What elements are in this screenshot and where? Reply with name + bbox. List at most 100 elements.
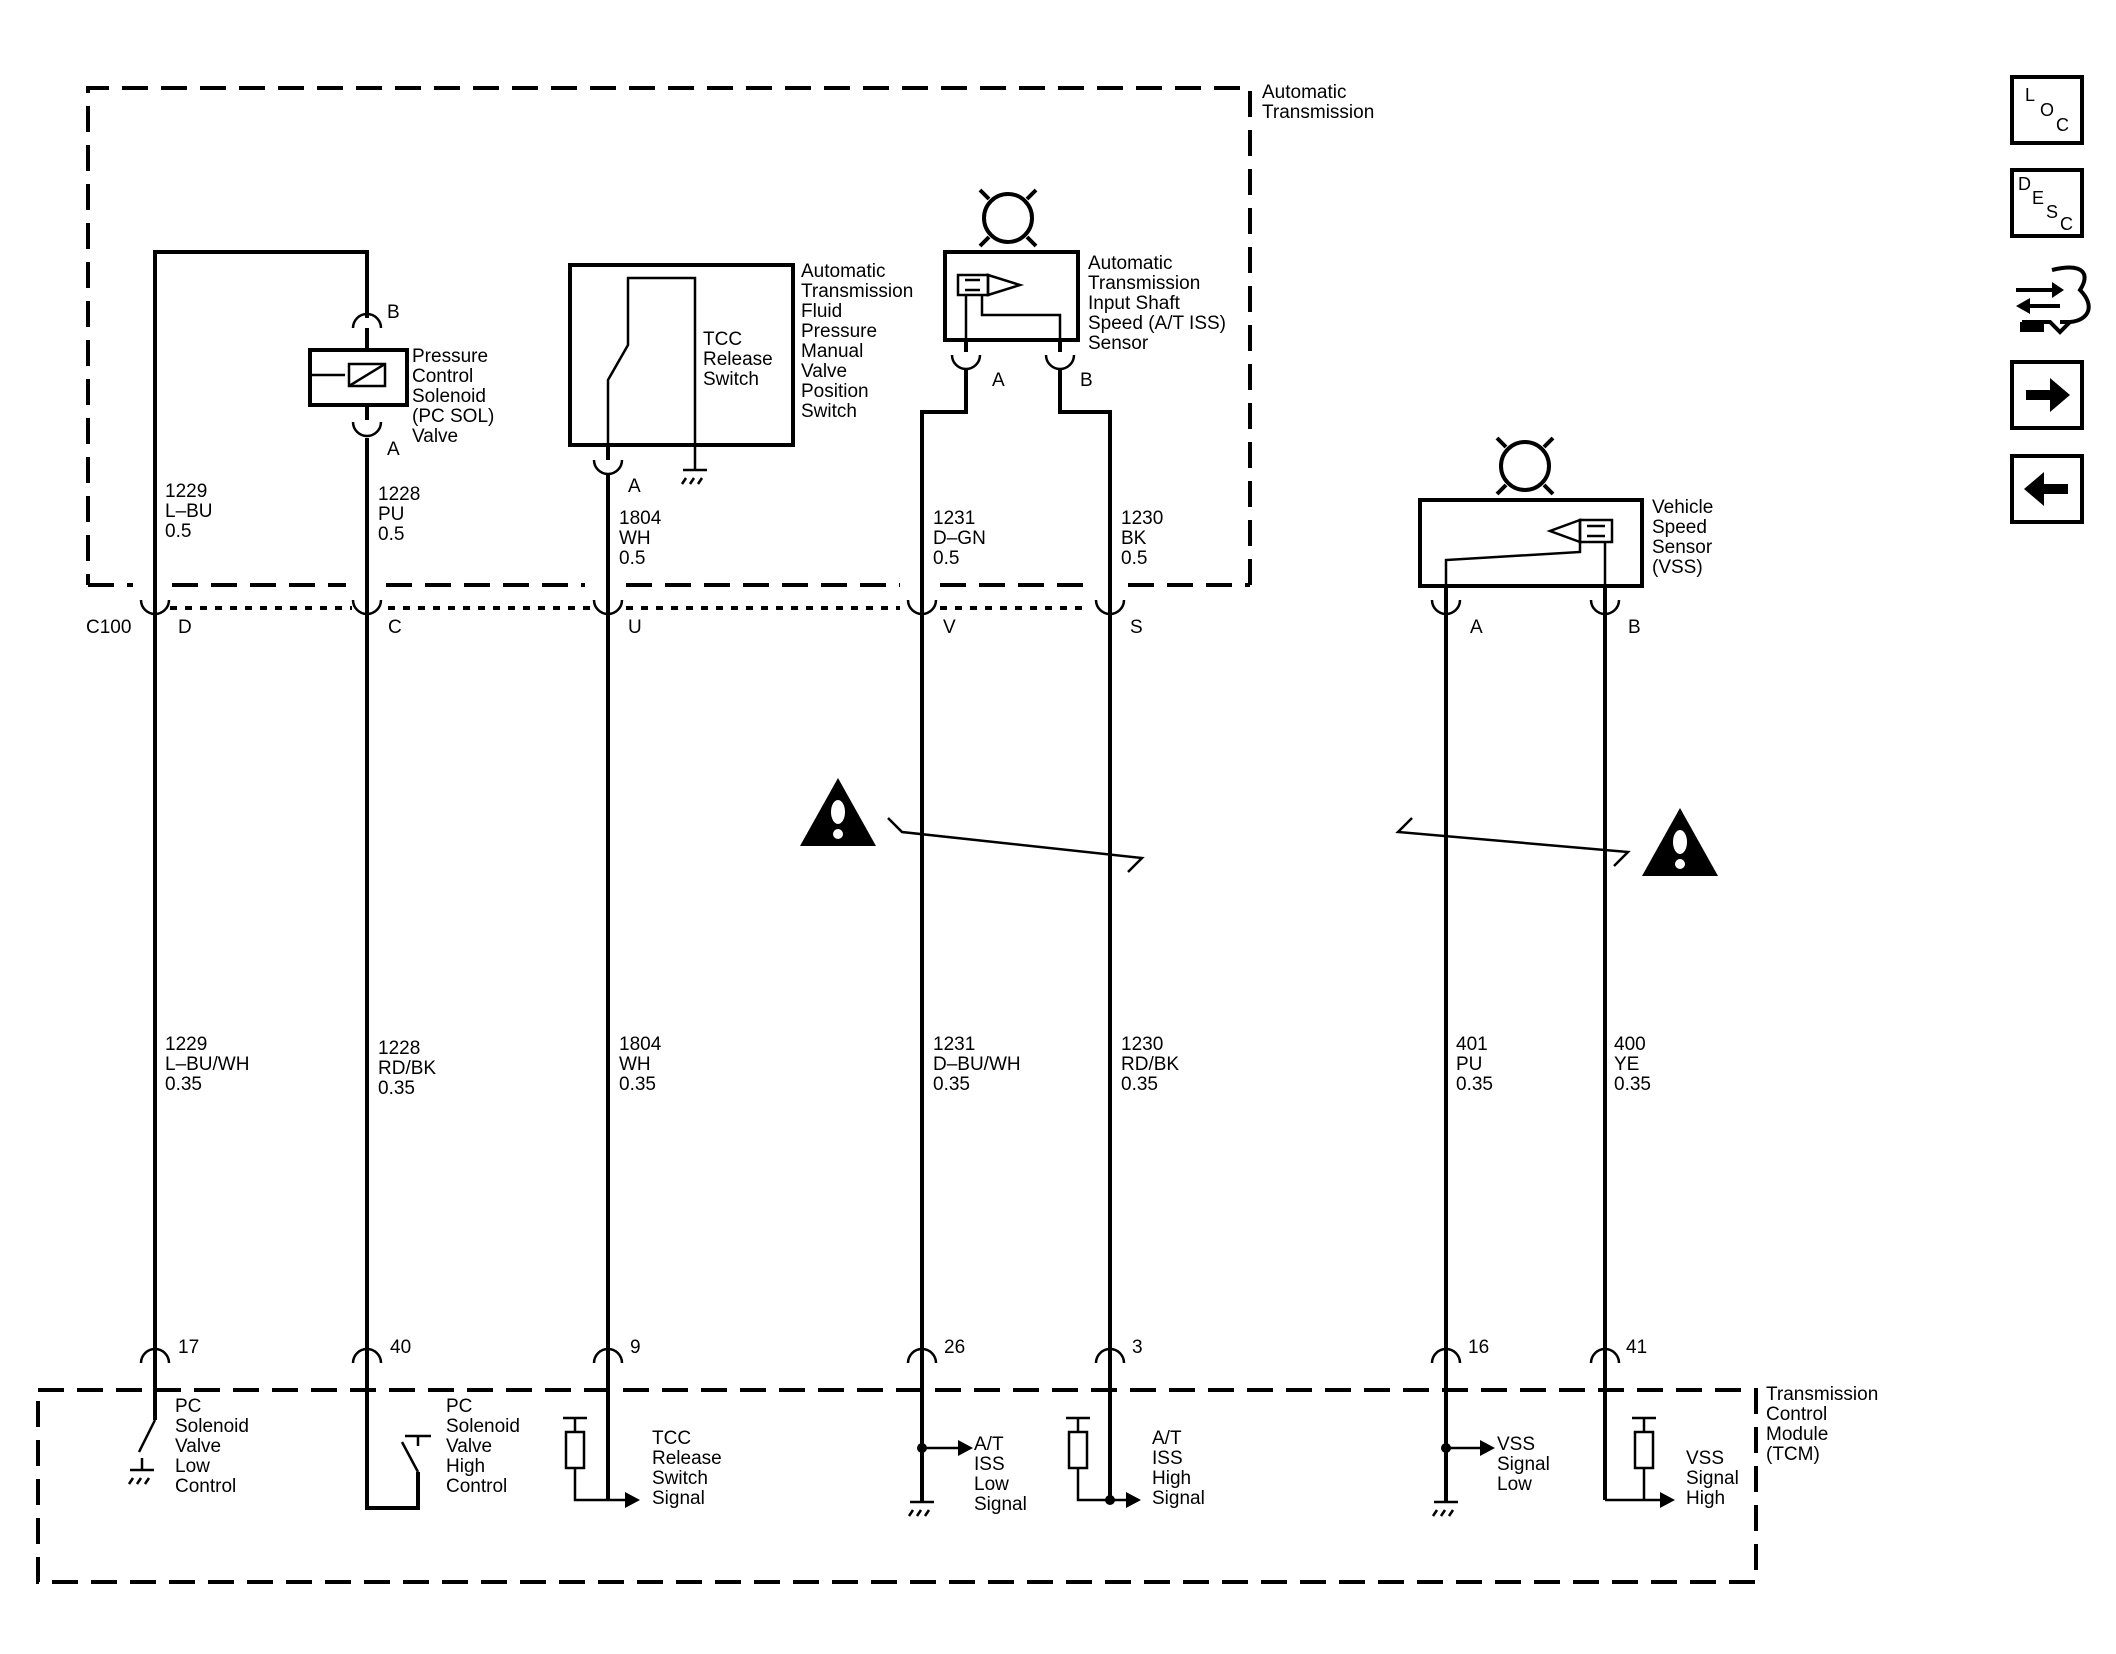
svg-text:TCC: TCC (652, 1428, 691, 1449)
c100-pin: U (628, 617, 642, 638)
tcm-pin: 41 (1626, 1337, 1647, 1358)
svg-text:Position: Position (801, 381, 869, 402)
svg-text:Speed: Speed (1652, 517, 1707, 538)
svg-text:Valve: Valve (801, 361, 847, 382)
wire-401 (1430, 586, 1462, 1370)
pressure-control-solenoid (308, 312, 409, 438)
svg-text:High: High (1152, 1468, 1191, 1489)
svg-text:(VSS): (VSS) (1652, 557, 1703, 578)
wire-label-lower: 1229 L–BU/WH 0.35 (165, 1034, 249, 1095)
svg-text:Switch: Switch (652, 1468, 708, 1489)
svg-text:0.35: 0.35 (1121, 1074, 1158, 1095)
svg-text:1228: 1228 (378, 1038, 420, 1059)
svg-text:Control: Control (175, 1476, 236, 1497)
svg-text:ISS: ISS (1152, 1448, 1183, 1469)
tcm-pin: 3 (1132, 1337, 1143, 1358)
svg-text:Signal: Signal (1686, 1468, 1739, 1489)
svg-text:1229: 1229 (165, 1034, 207, 1055)
wire-label-lower: 1231 D–BU/WH 0.35 (933, 1034, 1021, 1095)
svg-text:Sensor: Sensor (1088, 333, 1149, 354)
svg-text:Release: Release (703, 349, 773, 370)
svg-text:Solenoid: Solenoid (175, 1416, 249, 1437)
svg-text:Low: Low (175, 1456, 210, 1477)
svg-text:1804: 1804 (619, 1034, 662, 1055)
vss-pin-b: B (1628, 617, 1641, 638)
wire-1804 (592, 474, 624, 1370)
tcm-function-label: A/T ISS Low Signal (974, 1434, 1027, 1515)
svg-text:Input Shaft: Input Shaft (1088, 293, 1181, 314)
tcm-pin: 40 (390, 1337, 411, 1358)
svg-text:Solenoid: Solenoid (446, 1416, 520, 1437)
svg-text:0.5: 0.5 (933, 548, 959, 569)
tcm-input-vss-high (1603, 1370, 1675, 1508)
svg-text:Pressure: Pressure (412, 346, 488, 367)
svg-text:Automatic: Automatic (801, 261, 885, 282)
svg-text:Signal: Signal (1152, 1488, 1205, 1509)
next-icon[interactable] (2010, 360, 2084, 430)
iss-pin-b: B (1080, 370, 1093, 391)
wire-1228 (351, 438, 383, 1370)
svg-text:YE: YE (1614, 1054, 1639, 1075)
twisted-pair-mark-vss (1395, 817, 1631, 867)
svg-text:Release: Release (652, 1448, 722, 1469)
loc-icon[interactable]: L O C (2010, 75, 2084, 145)
wire-label-upper: 1804 WH 0.5 (619, 508, 662, 569)
warning-icon (800, 778, 876, 846)
tcm-function-label: A/T ISS High Signal (1152, 1428, 1205, 1509)
vss-sensor-label: Vehicle Speed Sensor (VSS) (1652, 497, 1713, 578)
svg-text:Valve: Valve (175, 1436, 221, 1457)
previous-icon[interactable] (2010, 454, 2084, 524)
tcc-pin-a: A (628, 476, 641, 497)
svg-text:1231: 1231 (933, 1034, 975, 1055)
svg-text:Signal: Signal (652, 1488, 705, 1509)
svg-text:(PC SOL): (PC SOL) (412, 406, 494, 427)
svg-text:PC: PC (446, 1396, 472, 1417)
auto-trans-label-1: Transmission (1262, 102, 1374, 123)
svg-text:0.5: 0.5 (165, 521, 191, 542)
svg-text:0.5: 0.5 (378, 524, 404, 545)
svg-text:C: C (2056, 115, 2069, 135)
svg-text:S: S (2046, 202, 2058, 222)
svg-text:Switch: Switch (801, 401, 857, 422)
svg-text:High: High (446, 1456, 485, 1477)
desc-icon[interactable]: D E S C (2010, 168, 2084, 238)
svg-text:RD/BK: RD/BK (1121, 1054, 1179, 1075)
svg-text:WH: WH (619, 1054, 651, 1075)
warning-icon (1642, 808, 1718, 876)
svg-text:Transmission: Transmission (1088, 273, 1200, 294)
svg-text:A/T: A/T (1152, 1428, 1182, 1449)
wire-label-upper: 1231 D–GN 0.5 (933, 508, 986, 569)
svg-text:Control: Control (1766, 1404, 1827, 1425)
svg-text:VSS: VSS (1497, 1434, 1535, 1455)
svg-text:Vehicle: Vehicle (1652, 497, 1713, 518)
iss-sensor (943, 188, 1080, 371)
tcm-input-tcc (563, 1370, 640, 1508)
svg-text:Switch: Switch (703, 369, 759, 390)
tcm-pin: 9 (630, 1337, 641, 1358)
tcm-pin: 16 (1468, 1337, 1489, 1358)
svg-text:0.35: 0.35 (1456, 1074, 1493, 1095)
svg-text:O: O (2040, 100, 2054, 120)
svg-text:VSS: VSS (1686, 1448, 1724, 1469)
c100-pin: D (178, 617, 192, 638)
svg-text:400: 400 (1614, 1034, 1646, 1055)
wire-label-lower: 1230 RD/BK 0.35 (1121, 1034, 1179, 1095)
vss-pin-a: A (1470, 617, 1483, 638)
connector-icon[interactable] (2016, 265, 2091, 335)
c100-pin: S (1130, 617, 1143, 638)
wire-label-lower: 1228 RD/BK 0.35 (378, 1038, 436, 1099)
tcm-label: Transmission Control Module (TCM) (1766, 1384, 1878, 1465)
svg-text:Transmission: Transmission (1766, 1384, 1878, 1405)
wire-label-lower: 401 PU 0.35 (1456, 1034, 1493, 1095)
svg-text:Pressure: Pressure (801, 321, 877, 342)
svg-text:D: D (2018, 174, 2031, 194)
svg-text:Signal: Signal (1497, 1454, 1550, 1475)
svg-text:Signal: Signal (974, 1494, 1027, 1515)
svg-text:L–BU/WH: L–BU/WH (165, 1054, 249, 1075)
svg-text:A/T: A/T (974, 1434, 1004, 1455)
vehicle-speed-sensor (1418, 436, 1644, 588)
tcm-input-iss-high (1066, 1370, 1141, 1508)
svg-text:1230: 1230 (1121, 1034, 1163, 1055)
tcm-input-vss-low (1431, 1370, 1495, 1517)
